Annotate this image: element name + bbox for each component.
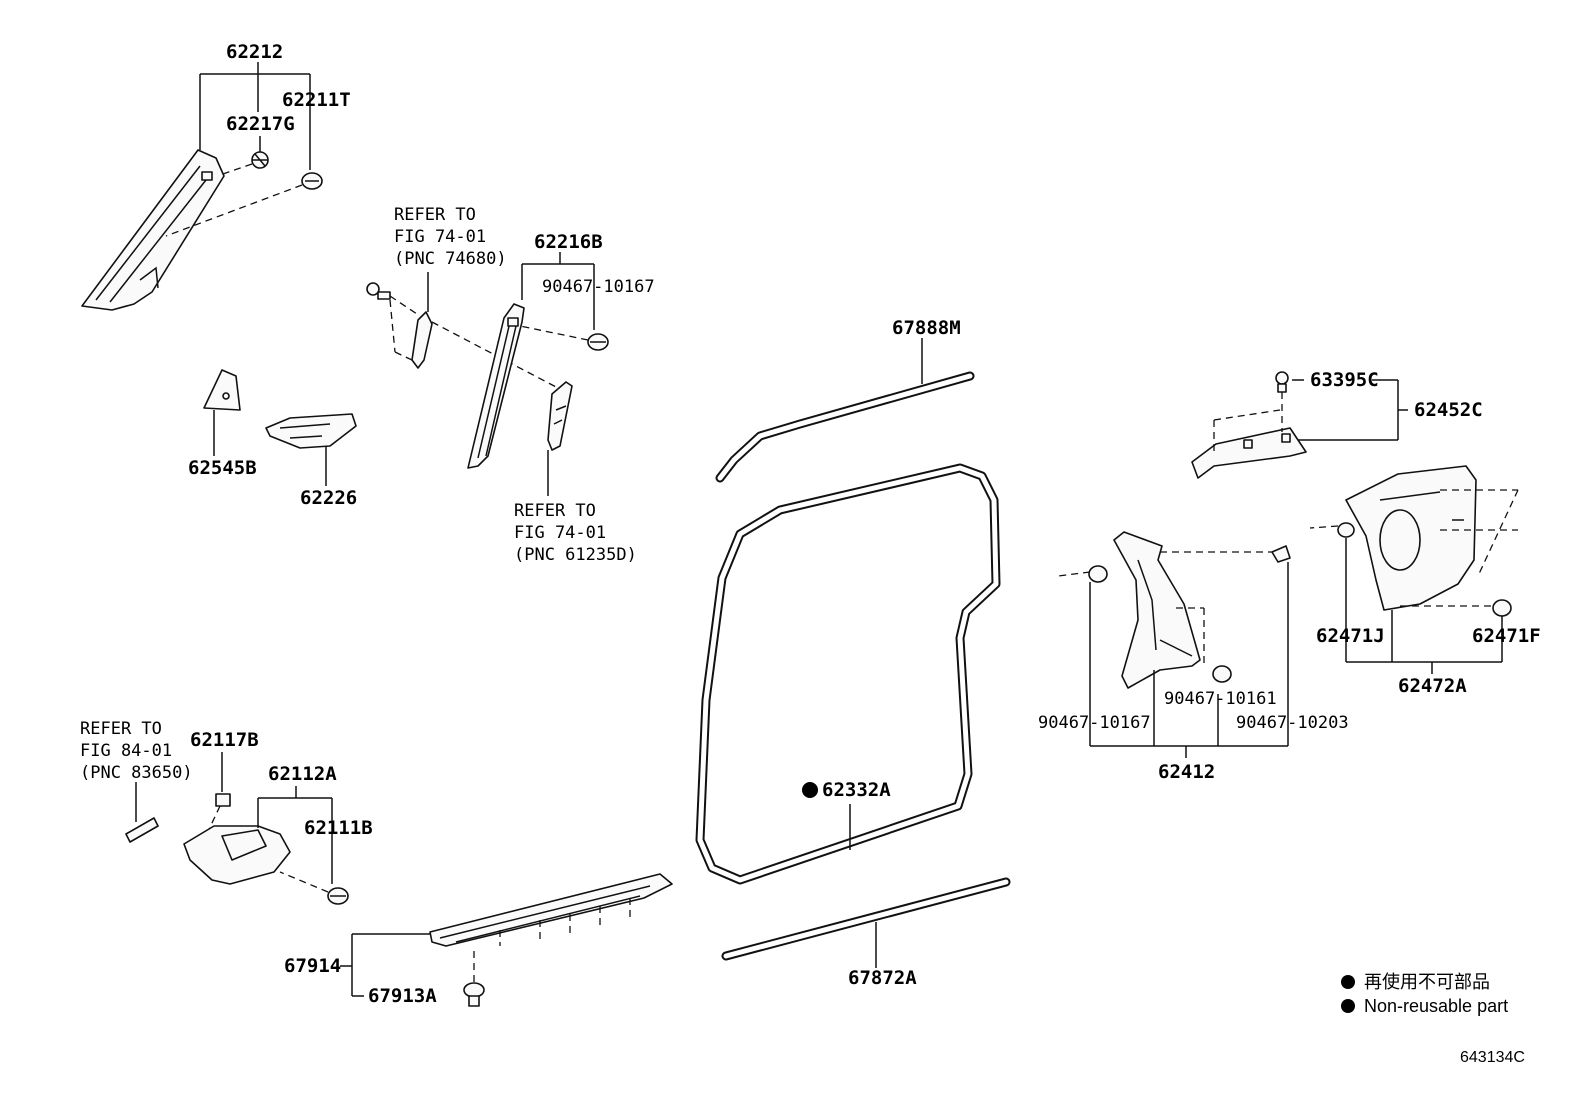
label-67913A: 67913A [368, 985, 437, 1007]
corner-piece-62545B [203, 369, 241, 411]
clip-90467-10161 [1212, 665, 1232, 683]
clip-62217G [251, 151, 269, 169]
svg-text:(PNC 74680): (PNC 74680) [394, 249, 507, 269]
legend-dot-jp [1341, 975, 1355, 989]
label-62226: 62226 [300, 487, 357, 509]
svg-text:FIG 74-01: FIG 74-01 [394, 227, 486, 247]
strip-67872A [721, 877, 1011, 961]
label-62112A: 62112A [268, 763, 337, 785]
lower-trim-62112A [183, 825, 291, 885]
svg-text:(PNC 61235D): (PNC 61235D) [514, 545, 637, 565]
clip-90467-10167-upper [587, 333, 609, 351]
bolt-74680 [366, 282, 391, 300]
label-62471J: 62471J [1316, 625, 1385, 647]
label-67914: 67914 [284, 955, 341, 977]
label-67872A: 67872A [848, 967, 917, 989]
pillar-trim-62216B [467, 303, 525, 469]
reference-74680: REFER TO FIG 74-01 (PNC 74680) [394, 205, 507, 269]
label-62216B: 62216B [534, 231, 603, 253]
clip-62211T [301, 172, 323, 190]
label-62545B: 62545B [188, 457, 257, 479]
label-62117B: 62117B [190, 729, 259, 751]
label-62412: 62412 [1158, 761, 1215, 783]
clip-62111B [327, 887, 349, 905]
label-63395C: 63395C [1310, 369, 1379, 391]
clip-63395C [1275, 371, 1289, 393]
svg-text:(PNC 83650): (PNC 83650) [80, 763, 193, 783]
label-90467-10161: 90467-10161 [1164, 689, 1277, 709]
svg-text:FIG 74-01: FIG 74-01 [514, 523, 606, 543]
label-62471F: 62471F [1472, 625, 1541, 647]
pillar-trim-62412 [1113, 531, 1201, 689]
clip-67913A [463, 982, 485, 1007]
svg-text:REFER TO: REFER TO [80, 719, 162, 739]
nut-62117B [215, 793, 231, 807]
clip-62471F [1492, 599, 1512, 617]
label-90467-10203: 90467-10203 [1236, 713, 1349, 733]
clip-90467-10167-lower [1088, 565, 1108, 583]
reference-83650: REFER TO FIG 84-01 (PNC 83650) [80, 719, 193, 783]
door-opening-trim-62332A [695, 463, 1001, 885]
label-62452C: 62452C [1414, 399, 1483, 421]
legend-dot-en [1341, 999, 1355, 1013]
svg-text:REFER TO: REFER TO [394, 205, 476, 225]
legend: 再使用不可部品 Non-reusable part [1341, 972, 1508, 1016]
svg-text:REFER TO: REFER TO [514, 501, 596, 521]
non-reusable-mark-62332A [802, 782, 818, 798]
label-90467-10167-upper: 90467-10167 [542, 277, 655, 297]
scuff-plate-67914 [429, 873, 673, 947]
label-62472A: 62472A [1398, 675, 1467, 697]
pin-83650 [125, 817, 159, 843]
figure-code: 643134C [1460, 1049, 1525, 1066]
svg-text:FIG 84-01: FIG 84-01 [80, 741, 172, 761]
label-62332A: 62332A [822, 779, 891, 801]
bracket-74680 [411, 311, 433, 369]
retainer-61235D [547, 381, 573, 451]
legend-japanese: 再使用不可部品 [1364, 972, 1490, 992]
trim-62472A [1345, 465, 1477, 611]
clip-62471J [1337, 522, 1355, 538]
label-62217G: 62217G [226, 113, 295, 135]
trim-62226 [265, 413, 357, 449]
label-67888M: 67888M [892, 317, 961, 339]
label-62211T: 62211T [282, 89, 351, 111]
label-90467-10167-lower: 90467-10167 [1038, 713, 1151, 733]
legend-english: Non-reusable part [1364, 996, 1508, 1016]
clip-90467-10203 [1271, 545, 1291, 563]
a-pillar-garnish-62212 [81, 149, 225, 311]
label-62212: 62212 [226, 41, 283, 63]
weatherstrip-67888M [715, 371, 975, 483]
trim-62452C [1191, 427, 1307, 479]
reference-61235D: REFER TO FIG 74-01 (PNC 61235D) [514, 501, 637, 565]
label-62111B: 62111B [304, 817, 373, 839]
